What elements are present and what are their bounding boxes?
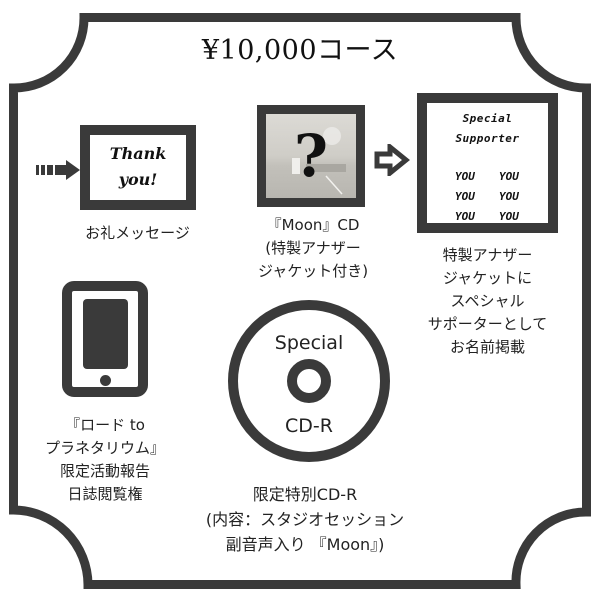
outline-arrow-right-icon — [374, 144, 410, 176]
course-title: ¥10,000コース — [201, 35, 399, 66]
cover-photo-scene — [292, 127, 346, 195]
question-mark-icon: ? — [294, 122, 328, 190]
disc-label-bottom: CD-R — [285, 415, 333, 437]
moon-cd-caption: 『Moon』CD (特製アナザー ジャケット付き) — [257, 216, 369, 280]
cd-disc-icon: Special CD-R — [228, 300, 390, 462]
thank-you-card-text: Thank you! — [109, 144, 167, 189]
disc-hub — [287, 359, 331, 403]
special-supporter-caption: 特製アナザー ジャケットに スペシャル サポーターとして お名前掲載 — [427, 246, 548, 356]
special-supporter-card: Special Supporter YOU YOU YOU YOU YOU YO… — [417, 93, 558, 233]
disc-label-top: Special — [274, 332, 344, 354]
supporter-name: YOU — [455, 170, 475, 183]
supporter-card-title: Special Supporter — [455, 112, 520, 145]
special-cdr-caption: 限定特別CD-R (内容：スタジオセッション 副音声入り 『Moon』) — [205, 485, 405, 554]
tablet-screen — [83, 299, 128, 369]
supporter-name: YOU — [455, 190, 475, 203]
tablet-icon — [62, 281, 148, 397]
supporter-name: YOU — [499, 190, 519, 203]
thank-you-caption: お礼メッセージ — [85, 224, 190, 242]
tablet-home-button — [100, 375, 111, 386]
supporter-name: YOU — [455, 210, 475, 223]
supporter-name: YOU — [499, 210, 519, 223]
activity-report-caption: 『ロード to プラネタリウム』 限定活動報告 日誌閲覧権 — [44, 416, 165, 503]
dashed-arrow-right-icon — [36, 160, 80, 180]
supporter-name: YOU — [499, 170, 519, 183]
supporter-name-grid: YOU YOU YOU YOU YOU YOU — [455, 168, 535, 226]
moon-cd-cover: ? — [257, 105, 365, 207]
thank-you-card: Thank you! — [80, 125, 196, 210]
